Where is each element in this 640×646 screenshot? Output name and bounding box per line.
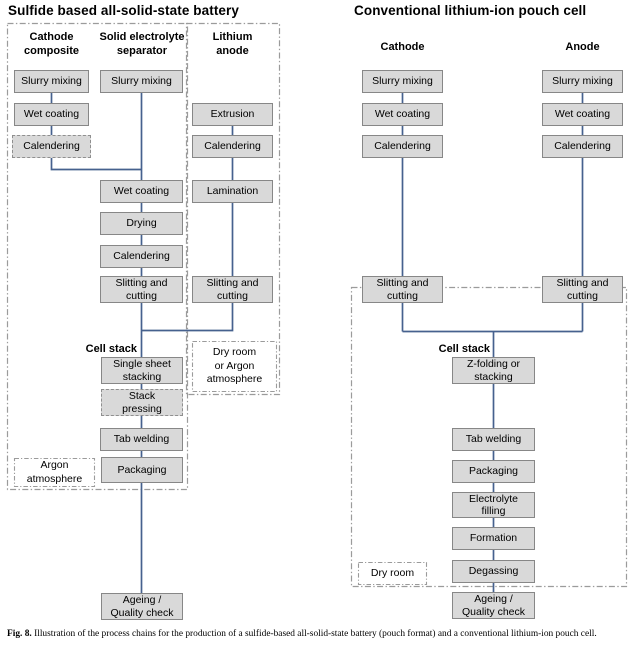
process-box-calendering-anode-left: Calendering	[192, 135, 273, 158]
process-box-wet-coating-cathode-right: Wet coating	[362, 103, 443, 126]
figure-caption-text: Illustration of the process chains for t…	[34, 629, 597, 639]
left-diagram-title: Sulfide based all-solid-state battery	[8, 3, 240, 18]
column-header-anode-right: Anode	[565, 41, 600, 53]
frame-solid-state-main	[6, 22, 189, 491]
process-box-packaging-left: Packaging	[101, 457, 183, 483]
process-box-slurry-mixing-anode-right: Slurry mixing	[542, 70, 623, 93]
process-box-packaging-right: Packaging	[452, 460, 535, 483]
process-box-z-folding-or-stacking: Z-folding or stacking	[452, 357, 535, 384]
process-box-drying-separator: Drying	[100, 212, 183, 235]
process-box-calendering-anode-right: Calendering	[542, 135, 623, 158]
column-header-cathode-right: Cathode	[380, 41, 425, 53]
process-box-ageing-quality-check-left: Ageing / Quality check	[101, 593, 183, 620]
process-box-tab-welding-left: Tab welding	[100, 428, 183, 451]
process-box-single-sheet-stacking: Single sheet stacking	[101, 357, 183, 384]
process-box-lamination-anode-left: Lamination	[192, 180, 273, 203]
dry-room-note-border	[357, 561, 428, 586]
process-box-wet-coating-separator: Wet coating	[100, 180, 183, 203]
process-box-stack-pressing: Stack pressing	[101, 389, 183, 416]
process-box-slurry-mixing-separator: Slurry mixing	[100, 70, 183, 93]
process-box-extrusion-anode-left: Extrusion	[192, 103, 273, 126]
process-box-calendering-cathode-left: Calendering	[12, 135, 91, 158]
process-box-ageing-quality-check-right: Ageing / Quality check	[452, 592, 535, 619]
column-header-cathode-composite: Cathode composite	[23, 31, 79, 57]
column-header-lithium-anode: Lithium anode	[212, 31, 253, 57]
process-box-slitting-cutting-cathode-right: Slitting and cutting	[362, 276, 443, 303]
cell-stack-label-left: Cell stack	[85, 343, 137, 355]
note-dry-room-or-argon-atmosphere: Dry room or Argon atmosphere	[206, 346, 263, 386]
column-header-solid-electrolyte-separator: Solid electrolyte separator	[99, 31, 185, 57]
process-box-wet-coating-anode-right: Wet coating	[542, 103, 623, 126]
note-dry-room: Dry room	[370, 566, 415, 579]
process-box-slitting-cutting-separator: Slitting and cutting	[100, 276, 183, 303]
process-box-slurry-mixing-cathode-right: Slurry mixing	[362, 70, 443, 93]
connectors-right	[401, 93, 584, 592]
figure-caption: Fig. 8. Illustration of the process chai…	[7, 629, 640, 639]
figure-caption-label: Fig. 8.	[7, 629, 32, 639]
process-box-electrolyte-filling: Electrolyte filling	[452, 492, 535, 518]
process-box-formation: Formation	[452, 527, 535, 550]
argon-atmosphere-note-border	[13, 457, 96, 488]
process-box-slurry-mixing-cathode-left: Slurry mixing	[14, 70, 89, 93]
process-box-slitting-cutting-anode-left: Slitting and cutting	[192, 276, 273, 303]
process-box-calendering-separator: Calendering	[100, 245, 183, 268]
connectors-left	[50, 93, 234, 593]
process-box-wet-coating-cathode-left: Wet coating	[14, 103, 89, 126]
frame-conventional-main	[350, 286, 628, 588]
note-argon-atmosphere: Argon atmosphere	[26, 458, 83, 485]
process-box-slitting-cutting-anode-right: Slitting and cutting	[542, 276, 623, 303]
process-box-calendering-cathode-right: Calendering	[362, 135, 443, 158]
dry-room-argon-note-border	[191, 340, 278, 393]
cell-stack-label-right: Cell stack	[438, 343, 490, 355]
process-box-degassing: Degassing	[452, 560, 535, 583]
process-box-tab-welding-right: Tab welding	[452, 428, 535, 451]
right-diagram-title: Conventional lithium-ion pouch cell	[354, 3, 587, 18]
